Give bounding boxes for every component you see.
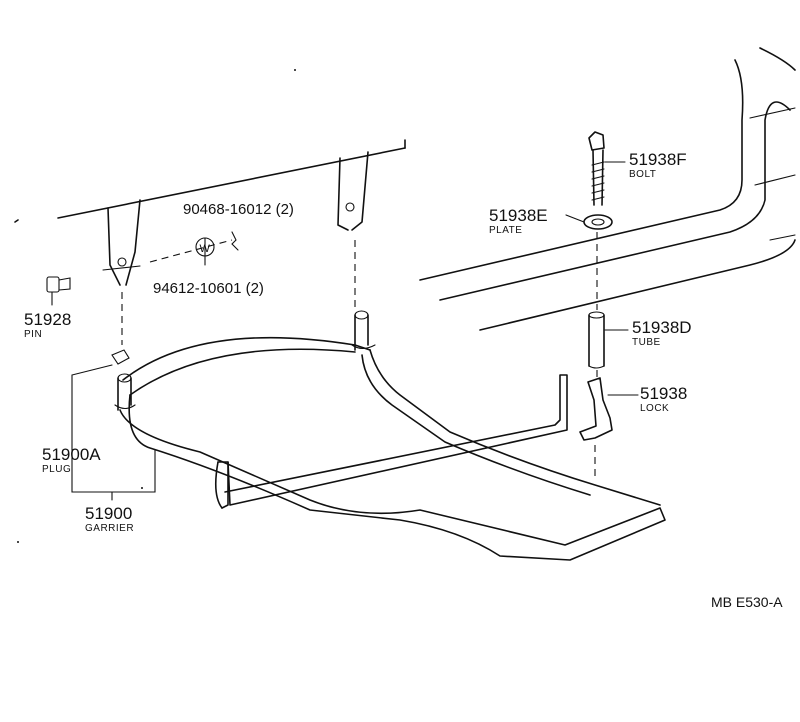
part-bolt-51938f: [588, 131, 605, 206]
part-tube-51938d: [588, 311, 605, 369]
part-clip-90468: [231, 231, 239, 251]
part-plug-51900a: [111, 349, 130, 365]
part-name-51900: GARRIER: [85, 523, 134, 534]
part-number-51928: 51928: [24, 310, 71, 329]
assembly-guide-lines: [121, 232, 598, 478]
part-name-51938e: PLATE: [489, 225, 522, 236]
part-name-51900a: PLUG: [42, 464, 71, 475]
stray-marks: [17, 69, 296, 543]
spare-tire-carrier: [114, 310, 666, 561]
part-name-51938f: BOLT: [629, 169, 656, 180]
part-name-51938: LOCK: [640, 403, 669, 414]
part-number-51900: 51900: [85, 504, 132, 523]
part-plate-51938e: [583, 214, 613, 230]
part-number-51900a: 51900A: [42, 445, 101, 464]
reference-code: MB E530-A: [711, 594, 783, 610]
part-number-51938d: 51938D: [632, 318, 692, 337]
part-number-94612: 94612-10601 (2): [153, 280, 264, 297]
part-name-51938d: TUBE: [632, 337, 661, 348]
part-pin-51928: [46, 276, 71, 293]
part-name-51928: PIN: [24, 329, 42, 340]
vehicle-body-outline: [14, 47, 796, 331]
part-number-90468: 90468-16012 (2): [183, 201, 294, 218]
part-number-51938: 51938: [640, 384, 687, 403]
part-lock-51938: [579, 377, 613, 441]
part-number-51938e: 51938E: [489, 206, 548, 225]
part-labels: 90468-16012 (2) 94612-10601 (2) 51928 PI…: [24, 150, 783, 610]
part-number-51938f: 51938F: [629, 150, 687, 169]
leader-lines: [51, 161, 639, 501]
